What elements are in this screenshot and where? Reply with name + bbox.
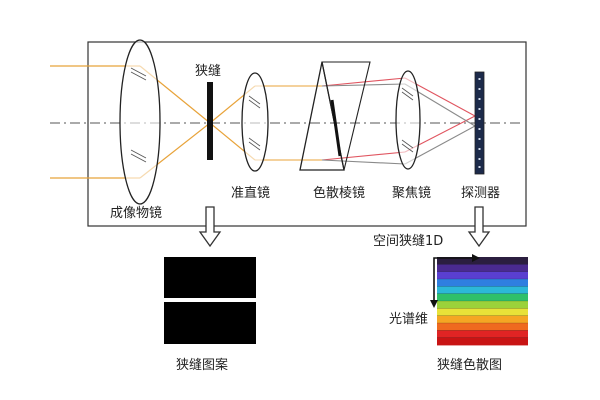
spectrum-band (437, 293, 528, 302)
slit-dispersion-label: 狭缝色散图 (437, 358, 503, 373)
detector-label: 探测器 (461, 186, 501, 201)
imaging-lens (119, 39, 161, 205)
dispersion-prism (299, 61, 371, 171)
spectrum-band (437, 315, 528, 324)
detector (474, 71, 485, 175)
imaging-lens-label: 成像物镜 (110, 206, 163, 221)
l-shaped-arrow-icon (430, 254, 480, 308)
prism-label: 色散棱镜 (313, 186, 366, 201)
slit-pattern-label: 狭缝图案 (176, 358, 229, 373)
spectrum-band (437, 337, 528, 346)
spectrum-band (437, 330, 528, 339)
spectrum-band (437, 323, 528, 331)
spectrum-band (437, 264, 528, 273)
spectral-dimension-label: 光谱维 (389, 312, 429, 327)
spectrum-band (437, 271, 528, 280)
slit-element (207, 82, 213, 160)
spectrum-band (437, 308, 528, 317)
spectrum-band (437, 279, 528, 287)
spectrum-band (437, 301, 528, 309)
spatial-dimension-label: 空间狭缝1D (373, 234, 444, 249)
focus-lens-label: 聚焦镜 (392, 186, 432, 201)
spectrum-band (437, 286, 528, 295)
collimated-rays (255, 85, 322, 161)
hollow-down-arrow-icon (467, 206, 491, 248)
collimator-label: 准直镜 (231, 186, 271, 201)
focus-lens (395, 70, 421, 170)
instrument-box (87, 41, 527, 227)
hollow-down-arrow-icon (198, 206, 222, 248)
collimator-lens (241, 72, 269, 172)
slit-dispersion-image (437, 257, 528, 346)
slit-label: 狭缝 (195, 64, 222, 79)
spectrum-band (437, 257, 528, 265)
slit-pattern-image (164, 257, 256, 344)
